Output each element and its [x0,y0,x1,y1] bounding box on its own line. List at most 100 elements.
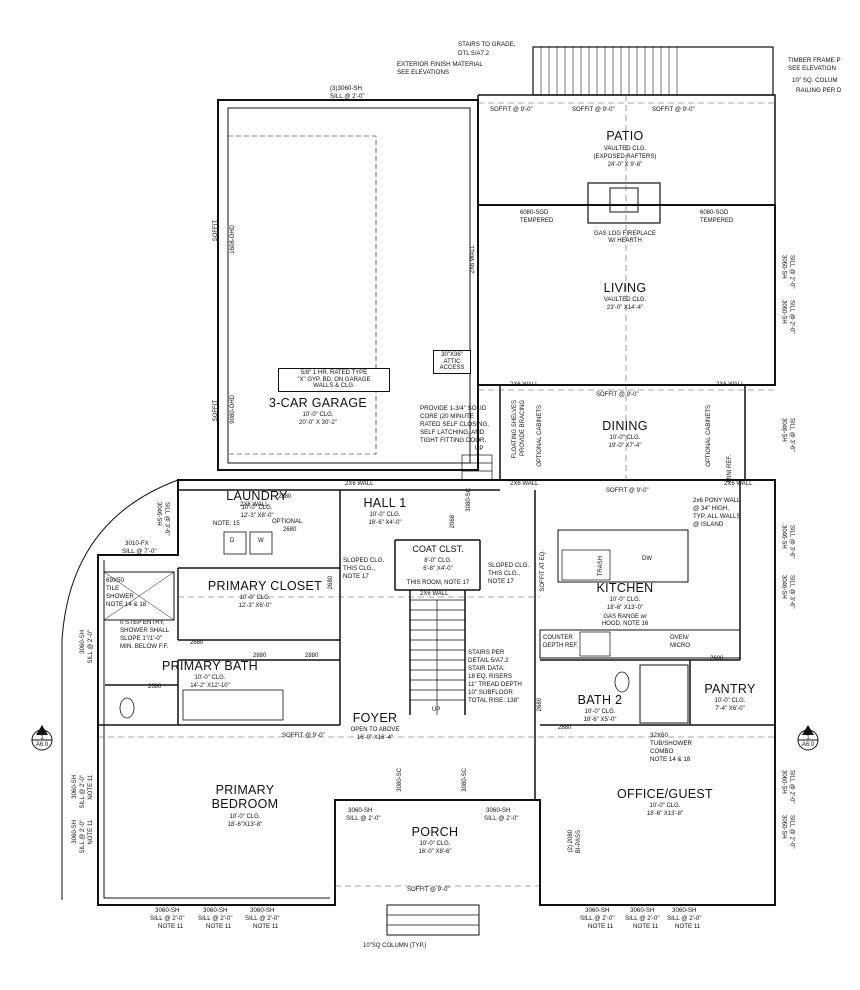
note-railing: RAILING PER D [796,87,842,94]
sill-tag: SILL @ 2'-0" [198,915,233,922]
sill-tag: SILL @ 2'-0" [245,915,280,922]
window-tag-vertical: 3060-SH [780,770,787,794]
foyer-open-to-above: OPEN TO ABOVE [350,727,400,733]
garage-walls [217,99,479,471]
floating-shelves-bracing: PROVIDE BRACING [520,400,526,457]
door-tag-3080sc: 3080-SC [466,488,472,512]
room-size-garage: 20'-0" X 30'-2" [299,420,337,426]
laundry-optional: OPTIONAL [272,519,303,525]
wall-tag-vertical: 2X6 WALL [470,245,476,274]
fire-door-note-4: SELF LATCHING, AND [420,429,485,436]
room-ceiling-hall1: 10'-0" CLG. [369,512,401,518]
primary-shower [103,571,175,621]
window-tag: 3060-SH [348,807,373,814]
window-tag-vertical: 3060-SH [780,300,787,324]
attic-access-tag: 30"X36" ATTIC ACCESS [433,350,471,374]
soffit-label: SOFFIT @ 9'-0" [652,107,695,113]
stair-up-label: UP [432,707,441,713]
washer [223,531,247,555]
room-ceiling-living: VAULTED CLG. [603,297,647,303]
porch-column-note: 10"SQ COLUMN (TYP.) [363,943,427,949]
garage-door-tag: 9080-OHD [230,395,236,424]
garage-stair-up: UP [475,446,484,452]
door-tag: 2880 [253,653,267,659]
note-stairs-dtl: DTL 5/A7.2 [458,50,490,57]
soffit-label: SOFFIT @ 9'-0" [490,107,533,113]
note-tag: NOTE 11 [158,923,184,930]
fireplace [587,182,661,224]
soffit-label: SOFFIT @ 9'-0" [572,107,615,113]
window-tag: 3060-SH [155,907,180,914]
note-tag: NOTE 11 [633,923,659,930]
pony-wall-note-1: 2x6 PONY WALL [693,497,741,504]
window-tag: 3060-SH [250,907,275,914]
tub-note-3: COMBO [650,748,674,755]
room-size-dining: 19'-0" X7'-4" [608,443,642,449]
gas-range-note-2: HOOD, NOTE 16 [601,621,649,627]
fireplace-label: GAS LOG FIREPLACE [593,231,657,237]
garage-parking-outline [227,135,377,455]
room-size-foyer: 16'-0" X16'-4" [356,735,394,741]
mini-ref-label: MINI REF. [727,455,733,483]
door-tag: 2880 [305,653,319,659]
section-marker-right-sheet: A6.0 [801,742,815,748]
room-name-pantry: PANTRY [704,682,756,696]
room-name-dining: DINING [602,419,648,433]
door-tag: 2880 [278,494,292,500]
soffit-label: SOFFIT @ 9'-0" [282,733,325,739]
bypass-door-tag: (2) 2080 [568,830,574,853]
door-tag: 2680 [710,656,724,662]
sill-tag-vertical: SILL @ 2'-0" [80,775,86,809]
sill-tag: SILL @ 2'-0" [625,915,660,922]
soffit-label-vertical: SOFFIT [213,400,219,422]
kitchen-island [557,529,689,583]
gyp-note-line1: 5/8" 1 HR. RATED TYPE [300,370,368,376]
room-ceiling-porch: 10'-0" CLG. [419,841,451,847]
toilet-bath2 [614,671,630,693]
room-ceiling-primary-bedroom: 10'-0" CLG. [229,814,261,820]
room-size-primary-bath: 14'-2" X12'-10" [190,683,230,689]
note-sq-column: 10" SQ. COLUM [792,77,838,84]
fire-door-note-3: RATED SELF CLOSING, [420,421,489,428]
soffit-label: SOFFIT @ 9'-0" [606,488,649,494]
driveway-curve [61,479,179,900]
room-size-kitchen: 18'-6" X13'-0" [606,605,644,611]
kitchen-counter [539,629,741,659]
room-name-primary-bedroom-2: BEDROOM [211,797,279,811]
wall-tag: 2X6 WALL [724,481,753,487]
window-tag-vertical: 3060-SH [80,630,86,654]
section-marker-left-sheet: A6.0 [35,742,49,748]
vanity [182,689,284,721]
sill-tag: SILL @ 2'-0" [346,815,381,822]
oven-micro-2: MICRO [670,643,690,649]
gyp-note-line3: WALLS & CLG. [313,383,355,390]
sill-tag-vertical: SILL @ 2'-0" [788,300,795,334]
bypass-door-label: BI-PASS [576,830,582,854]
washer-label: W [258,538,264,544]
soffit-label-vertical: SOFFIT [213,220,219,242]
sill-tag-vertical: SILL @ 3'-6" [788,418,795,452]
room-size-living: 23'-0" X14'-4" [606,305,644,311]
fire-door-note-1: PROVIDE 1-3/4" SOLID [420,405,487,412]
note-tag: NOTE 11 [253,923,279,930]
trash-label: TRASH [598,556,604,577]
room-ceiling-bath2: 10'-0" CLG. [584,709,616,715]
wall-tag: 2X6 WALL [716,382,745,388]
window-tag-vertical: 3046-SH [780,525,787,549]
fire-door-note-5: TIGHT FITTING DOOR. [420,437,487,444]
window-tag: 3060-SH [486,807,511,814]
room-ceiling-patio: VAULTED CLG. [603,146,647,152]
shower-entry-note-2: SHOWER SHALL [120,627,170,634]
note-exterior-finish: EXTERIOR FINISH MATERIAL [397,61,483,68]
stairs-note-3: STAIR DATA: [468,665,505,672]
sloped-ceiling-left-2: THIS CLG., [343,565,375,572]
room-size-bath2: 18'-6" X5'-0" [583,717,617,723]
window-tag-vertical: 3060-SH [72,775,78,799]
tub-note-4: NOTE 14 & 18 [650,756,691,763]
oven-micro-1: OVEN/ [670,635,689,641]
window-tag-top: (3)3060-SH [330,85,362,92]
sill-tag: SILL @ 2'-0" [484,815,519,822]
room-name-patio: PATIO [606,129,644,143]
door-tag-vertical: 2680 [537,698,543,712]
wall-tag: 2X6 WALL [510,382,539,388]
